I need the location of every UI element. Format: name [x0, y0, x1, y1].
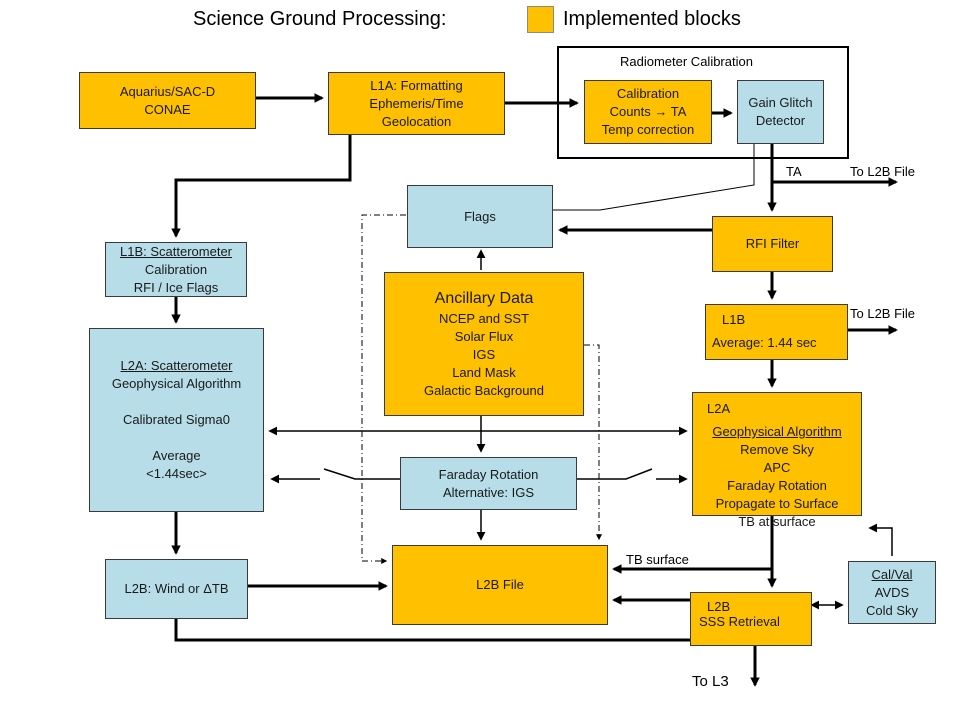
- label-to-l3: To L3: [692, 673, 729, 690]
- arrow-to-l3: [174, 619, 760, 687]
- switch-faraday-right-a: [577, 468, 653, 480]
- block-calval: Cal/Val AVDS Cold Sky: [848, 561, 936, 624]
- block-line: RFI Filter: [745, 236, 800, 251]
- switch-faraday-left-a: [323, 468, 400, 480]
- block-line: Geolocation: [381, 113, 452, 129]
- dash-ancillary-l2bfile: [584, 344, 602, 541]
- block-line: Alternative: IGS: [442, 484, 535, 500]
- block-line: Aquarius/SAC-D: [119, 83, 216, 99]
- block-line: L2B: Wind or ΔTB: [124, 581, 229, 596]
- block-line: Average: 1.44 sec: [712, 335, 817, 350]
- block-l2b-wind: L2B: Wind or ΔTB: [105, 559, 248, 619]
- block-flags: Flags: [407, 185, 553, 248]
- block-line: NCEP and SST: [438, 311, 530, 326]
- block-line: Calibration: [144, 261, 208, 277]
- block-tag: L2B: [707, 599, 731, 614]
- legend-swatch: [527, 6, 554, 33]
- block-gain-glitch-detector: Gain Glitch Detector: [737, 80, 824, 144]
- block-line: IGS: [472, 347, 496, 362]
- block-l1a: L1A: Formatting Ephemeris/Time Geolocati…: [328, 72, 505, 135]
- block-line: <1.44sec>: [146, 466, 207, 481]
- block-line: TB at surface: [738, 514, 816, 529]
- block-line: RFI / Ice Flags: [133, 279, 219, 295]
- block-line: Remove Sky: [740, 442, 814, 457]
- block-rfi-filter: RFI Filter: [712, 216, 833, 272]
- block-line: Calibrated Sigma0: [123, 412, 230, 427]
- block-calibration: Calibration Counts → TA Temp correction: [584, 80, 712, 144]
- block-l1b-scatterometer: L1B: Scatterometer Calibration RFI / Ice…: [105, 242, 247, 297]
- block-line: Calibration: [616, 86, 680, 101]
- block-line: Gain Glitch: [748, 95, 813, 110]
- block-line: Average: [152, 448, 201, 463]
- block-line: L1A: Formatting: [370, 77, 463, 93]
- block-text: TA: [667, 104, 687, 119]
- block-line: Faraday Rotation: [438, 466, 539, 482]
- legend-label: Implemented blocks: [563, 8, 741, 30]
- dash-flags-l2bfile: [361, 214, 406, 564]
- block-faraday-rotation: Faraday Rotation Alternative: IGS: [400, 457, 577, 510]
- block-title: L1B: Scatterometer: [120, 243, 232, 259]
- block-title: Geophysical Algorithm: [712, 424, 842, 439]
- block-ancillary-data: Ancillary Data NCEP and SST Solar Flux I…: [384, 272, 584, 416]
- block-line: Cold Sky: [865, 602, 919, 618]
- block-text: Counts: [609, 104, 655, 119]
- block-title: L2A: Scatterometer: [120, 358, 233, 373]
- block-l2b-sss-retrieval: L2B SSS Retrieval: [690, 592, 812, 646]
- block-line: Solar Flux: [454, 329, 514, 344]
- block-line: AVDS: [874, 584, 910, 600]
- block-line: Counts → TA: [610, 103, 687, 121]
- label-tb-surface: TB surface: [626, 552, 689, 567]
- block-l1b: L1B Average: 1.44 sec: [705, 304, 848, 360]
- block-line: Geophysical Algorithm: [111, 376, 242, 391]
- block-line: Land Mask: [452, 365, 516, 380]
- block-line: Ephemeris/Time: [369, 95, 464, 111]
- block-line: Galactic Background: [424, 383, 544, 398]
- arrow-calval-l2a: [868, 523, 893, 556]
- label-to-l2b-file-1: To L2B File: [850, 164, 916, 179]
- block-tag: L1B: [722, 312, 746, 327]
- arrow-l1a-l1bscat: [171, 135, 352, 238]
- block-line: Propagate to Surface: [715, 496, 839, 511]
- block-l2a: L2A Geophysical Algorithm Remove Sky APC…: [692, 392, 862, 529]
- block-line: L2B File: [476, 577, 524, 592]
- radiometer-calibration-group: [557, 46, 849, 159]
- block-title: Cal/Val: [871, 566, 913, 582]
- block-line: Faraday Rotation: [727, 478, 827, 493]
- block-line: Temp correction: [601, 122, 695, 137]
- block-line: Detector: [755, 113, 806, 128]
- label-to-l2b-file-2: To L2B File: [850, 306, 916, 321]
- label-ta: TA: [786, 164, 802, 179]
- right-arrow-icon: →: [654, 104, 668, 119]
- block-line: Flags: [464, 208, 496, 224]
- block-title: Ancillary Data: [434, 290, 534, 307]
- block-line: APC: [763, 460, 791, 475]
- block-l2b-file: L2B File: [392, 545, 608, 625]
- block-l2a-scatterometer: L2A: Scatterometer Geophysical Algorithm…: [89, 328, 264, 512]
- block-aquarius-sacd: Aquarius/SAC-D CONAE: [79, 72, 256, 129]
- line-gain-flags: [553, 144, 755, 211]
- block-tag: L2A: [707, 401, 731, 416]
- radiometer-calibration-title: Radiometer Calibration: [620, 54, 753, 69]
- block-line: CONAE: [144, 101, 191, 117]
- block-line: SSS Retrieval: [699, 614, 780, 629]
- diagram-title: Science Ground Processing:: [193, 8, 447, 30]
